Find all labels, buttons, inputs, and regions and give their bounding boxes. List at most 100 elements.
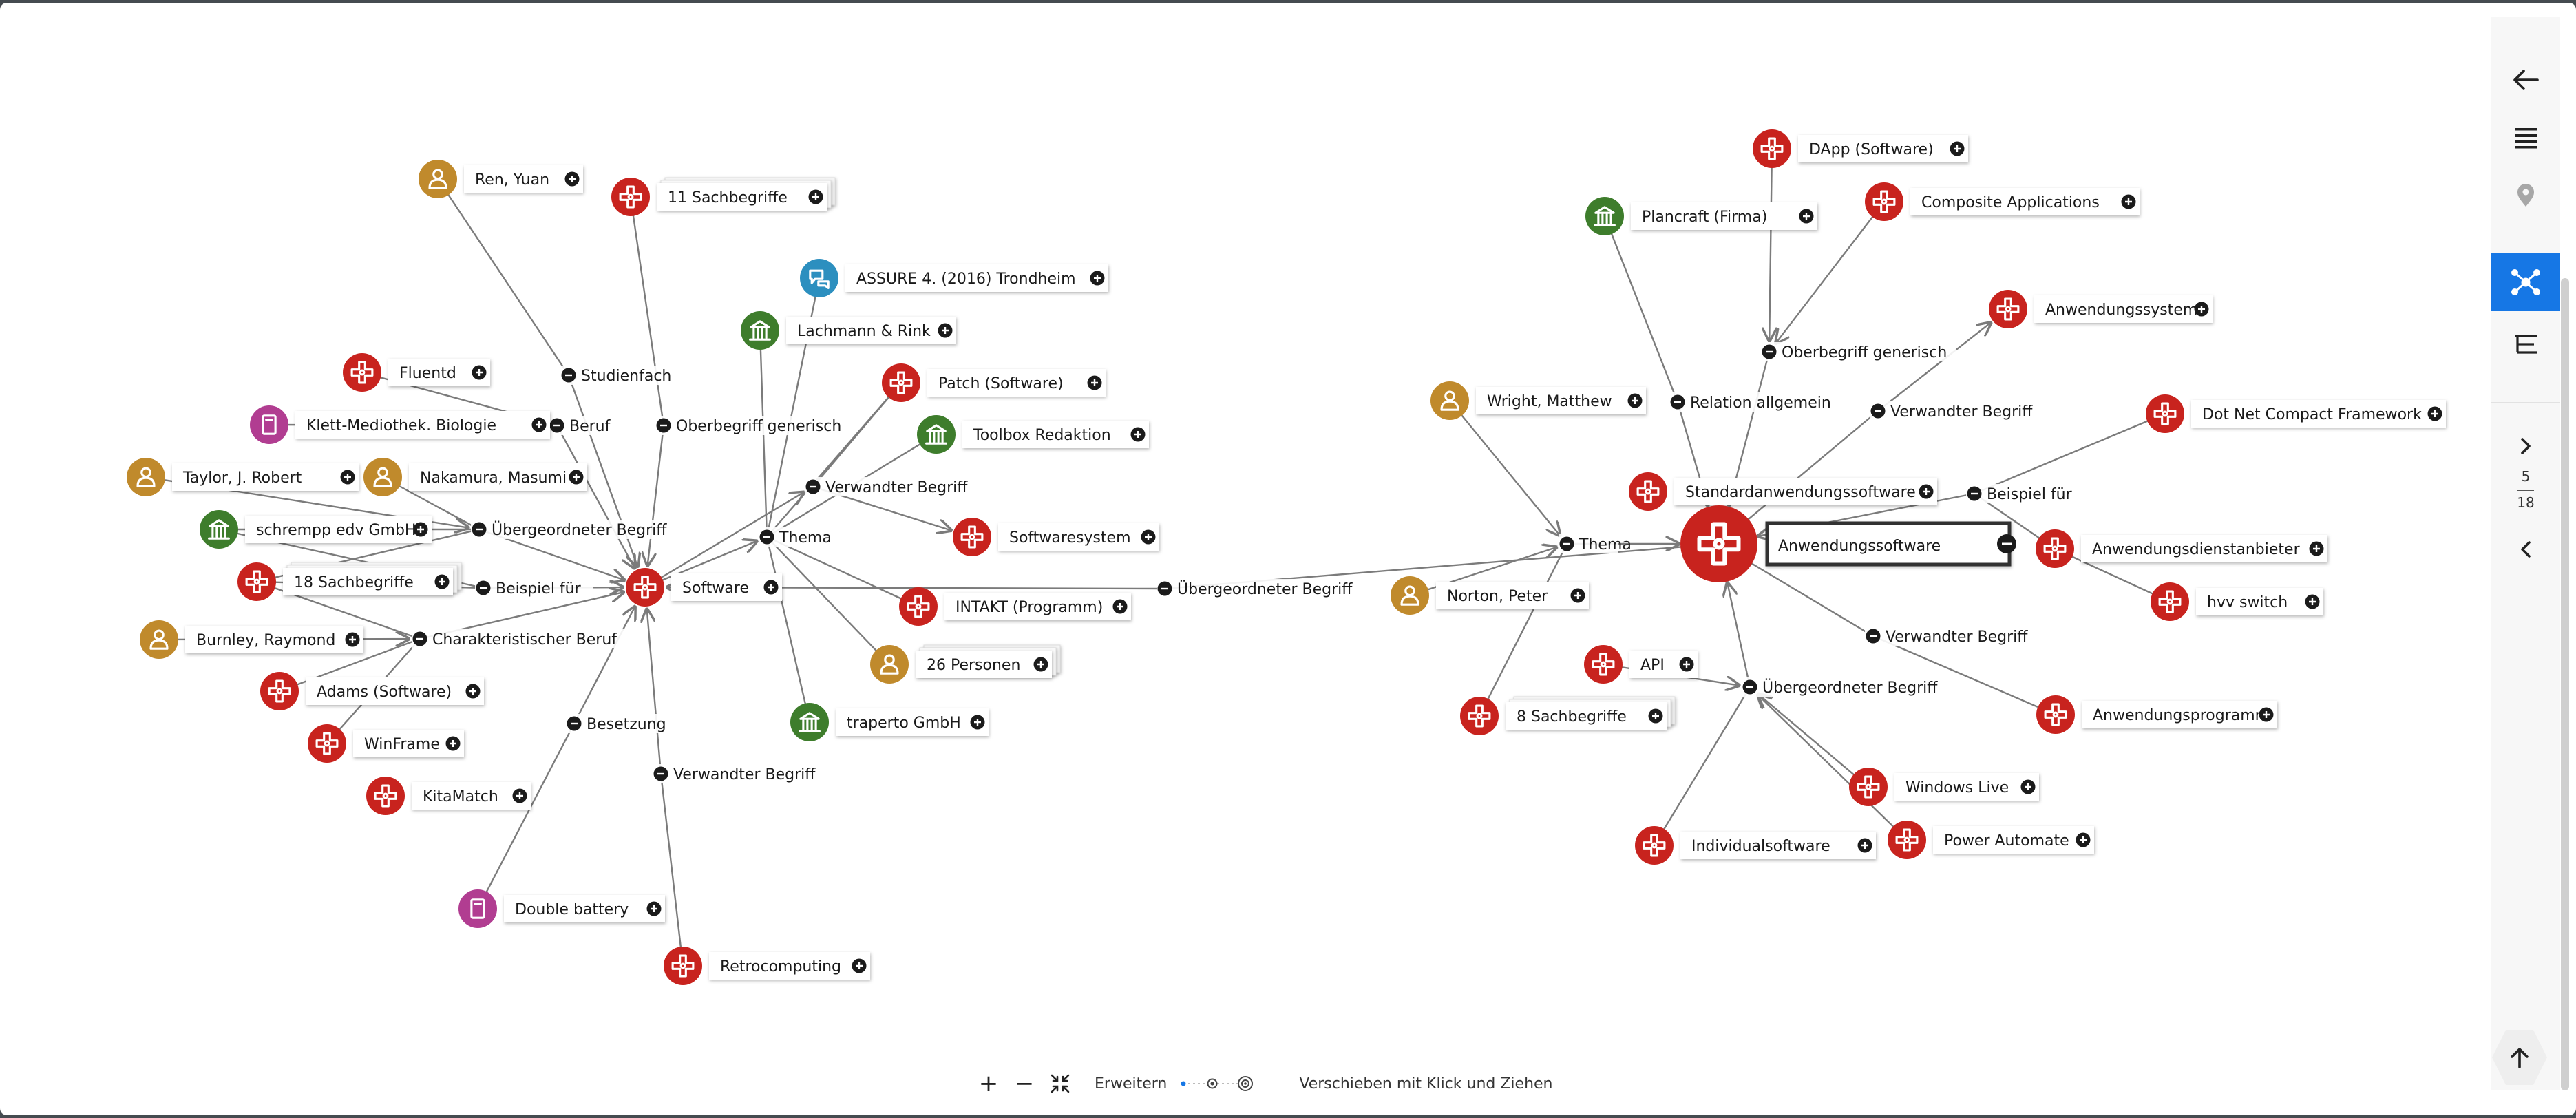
node-circle[interactable] [200,510,238,549]
zoom-out-button[interactable]: − [1014,1070,1035,1097]
graph-node-n13[interactable]: 18 Sachbegriffe [237,562,462,601]
graph-node-n15[interactable]: INTAKT (Programm) [899,587,1131,626]
node-circle[interactable] [917,415,956,454]
node-circle[interactable] [1460,697,1499,735]
map-view-button[interactable] [2491,167,2560,224]
relation-r2[interactable]: Beruf [549,416,611,435]
relation-r15[interactable]: Beispiel für [1966,484,2084,503]
graph-node-n9[interactable]: Taylor, J. Robert [127,458,359,496]
graph-node-n23[interactable]: Retrocomputing [664,947,870,985]
graph-node-n35[interactable]: API [1584,645,1698,684]
node-circle[interactable] [366,777,405,815]
fit-view-button[interactable] [1042,1068,1078,1099]
node-circle[interactable] [953,518,991,556]
node-circle[interactable] [260,672,299,710]
relation-r14[interactable]: Verwandter Begriff [1870,401,2039,421]
relation-r8[interactable]: Thema [759,527,832,547]
relation-r16[interactable]: Thema [1559,534,1632,553]
graph-node-n11[interactable]: schrempp edv GmbH [200,510,432,549]
relation-r1[interactable]: Studienfach [560,366,671,385]
graph-node-n12[interactable]: Softwaresystem [953,518,1159,556]
graph-node-n39[interactable]: Power Automate [1888,821,2094,859]
graph-node-n2[interactable]: 11 Sachbegriffe [611,177,836,216]
node-circle[interactable] [1680,505,1757,582]
node-circle[interactable] [308,724,346,763]
relation-r9[interactable]: Besetzung [566,714,666,733]
relation-r6[interactable]: Charakteristischer Beruf [412,629,632,648]
graph-node-n31[interactable]: Anwendungssoftware [1680,505,2016,582]
node-circle[interactable] [1629,472,1667,511]
relation-r4[interactable]: Übergeordneter Begriff [471,520,674,539]
graph-node-n5[interactable]: Fluentd [343,353,490,392]
node-circle[interactable] [1989,290,2027,328]
relation-r7[interactable]: Verwandter Begriff [805,477,974,496]
node-circle[interactable] [1584,645,1623,684]
graph-node-n3[interactable]: ASSURE 4. (2016) Trondheim [800,259,1108,297]
node-circle[interactable] [250,405,288,444]
node-circle[interactable] [1849,768,1888,806]
node-circle[interactable] [2146,394,2184,433]
node-circle[interactable] [882,363,920,402]
node-circle[interactable] [2036,529,2074,568]
zoom-in-button[interactable]: + [978,1070,999,1097]
graph-node-n7[interactable]: Klett-Mediothek. Biologie [250,405,550,444]
relation-r3[interactable]: Oberbegriff generisch [655,416,850,435]
relation-r10[interactable]: Verwandter Begriff [653,764,822,783]
graph-node-n37[interactable]: Anwendungsprogramm [2036,695,2277,734]
graph-node-n28[interactable]: Wright, Matthew [1430,381,1646,420]
graph-node-n17[interactable]: 26 Personen [870,644,1061,684]
node-circle[interactable] [664,947,702,985]
node-circle[interactable] [2151,582,2189,621]
graph-node-n36[interactable]: 8 Sachbegriffe [1460,696,1676,735]
graph-node-n25[interactable]: Plancraft (Firma) [1585,197,1817,235]
graph-node-n8[interactable]: Toolbox Redaktion [917,415,1149,454]
node-circle[interactable] [1888,821,1926,859]
relation-r13[interactable]: Relation allgemein [1669,392,1839,412]
list-view-button[interactable] [2491,109,2560,167]
node-circle[interactable] [790,703,829,741]
graph-node-n14[interactable]: Software [626,568,782,607]
node-circle[interactable] [626,568,664,607]
node-circle[interactable] [1753,129,1791,168]
network-view-button[interactable] [2491,253,2560,311]
expand-level-slider[interactable] [1179,1073,1255,1094]
graph-node-n18[interactable]: Adams (Software) [260,672,484,710]
graph-node-n34[interactable]: hvv switch [2151,582,2323,621]
graph-node-n33[interactable]: Norton, Peter [1391,576,1589,615]
node-circle[interactable] [611,178,650,216]
graph-node-n26[interactable]: Composite Applications [1865,182,2140,221]
graph-node-n16[interactable]: Burnley, Raymond [140,620,363,659]
node-circle[interactable] [237,562,276,601]
graph-node-n22[interactable]: Double battery [458,889,665,928]
graph-node-n20[interactable]: WinFrame [308,724,464,763]
next-page-button[interactable] [2491,425,2560,467]
relation-r5[interactable]: Beispiel für [475,578,593,598]
node-circle[interactable] [1865,182,1903,221]
node-circle[interactable] [741,311,779,350]
node-circle[interactable] [1635,826,1674,865]
graph-node-n24[interactable]: DApp (Software) [1753,129,1968,168]
graph-node-n30[interactable]: Standardanwendungssoftware [1629,472,1937,511]
relation-r18[interactable]: Übergeordneter Begriff [1742,677,1945,697]
graph-node-n27[interactable]: Anwendungssystem [1989,290,2213,328]
node-circle[interactable] [2036,695,2075,734]
graph-node-n19[interactable]: traperto GmbH [790,703,989,741]
graph-node-n10[interactable]: Nakamura, Masumi [363,458,587,496]
vertical-scrollbar[interactable] [2561,278,2569,1090]
graph-node-n1[interactable]: Ren, Yuan [419,160,583,198]
previous-page-button[interactable] [2491,529,2560,570]
tree-view-button[interactable] [2491,317,2560,375]
relation-r11[interactable]: Übergeordneter Begriff [1157,579,1360,598]
node-circle[interactable] [1585,197,1624,235]
relation-r12[interactable]: Oberbegriff generisch [1761,342,1956,361]
graph-node-n29[interactable]: Dot Net Compact Framework [2146,394,2446,433]
node-circle[interactable] [343,353,381,392]
relation-r17[interactable]: Verwandter Begriff [1865,626,2034,646]
graph-node-n21[interactable]: KitaMatch [366,777,531,815]
graph-node-n6[interactable]: Patch (Software) [882,363,1106,402]
back-button[interactable] [2491,51,2560,109]
graph-node-n40[interactable]: Individualsoftware [1635,826,1876,865]
node-circle[interactable] [899,587,938,626]
graph-node-n4[interactable]: Lachmann & Rink [741,311,956,350]
